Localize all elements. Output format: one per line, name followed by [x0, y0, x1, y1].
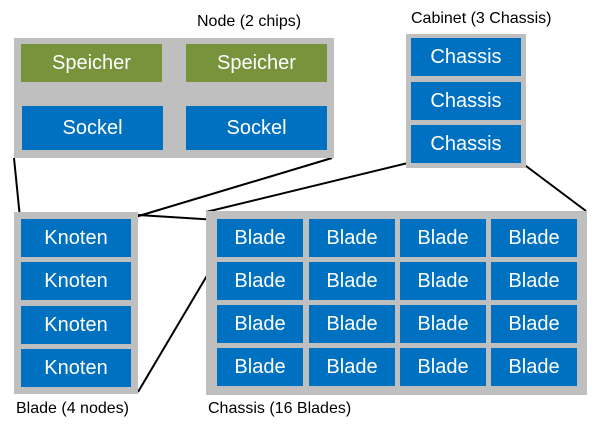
- chassis-caption: Chassis (16 Blades): [208, 400, 352, 417]
- chassis-blade: Blade: [309, 219, 395, 257]
- node-frame: Speicher Speicher Sockel Sockel: [14, 38, 334, 158]
- connector-node-to-blade-right: [131, 157, 333, 219]
- blade-frame: Knoten Knoten Knoten Knoten: [14, 212, 138, 394]
- chassis-blade: Blade: [309, 305, 395, 343]
- blade-caption: Blade (4 nodes): [16, 400, 129, 417]
- memory-block: Speicher: [21, 44, 162, 82]
- cabinet-frame: Chassis Chassis Chassis: [406, 34, 526, 168]
- chassis-blade: Blade: [309, 262, 395, 300]
- chassis-blade: Blade: [309, 348, 395, 386]
- chassis-blade: Blade: [400, 348, 486, 386]
- connector-cabinet-to-chassis-left: [205, 161, 413, 213]
- connector-node-to-blade-left: [13, 157, 21, 219]
- chassis-blade: Blade: [217, 305, 303, 343]
- cabinet-chassis: Chassis: [411, 125, 521, 163]
- chassis-blade: Blade: [217, 219, 303, 257]
- chassis-blade: Blade: [400, 219, 486, 257]
- cabinet-caption: Cabinet (3 Chassis): [411, 10, 552, 27]
- cabinet-chassis: Chassis: [411, 38, 521, 76]
- blade-node: Knoten: [21, 349, 131, 387]
- blade-node: Knoten: [21, 306, 131, 344]
- chassis-blade: Blade: [491, 262, 577, 300]
- chassis-frame: Blade Blade Blade Blade Blade Blade Blad…: [206, 211, 587, 395]
- socket-block: Sockel: [186, 106, 327, 150]
- chassis-blade: Blade: [217, 262, 303, 300]
- node-caption: Node (2 chips): [197, 13, 302, 30]
- chassis-blade: Blade: [491, 348, 577, 386]
- connector-cabinet-to-chassis-right: [521, 162, 587, 212]
- blade-node: Knoten: [21, 262, 131, 300]
- chassis-blade: Blade: [400, 262, 486, 300]
- memory-block: Speicher: [186, 44, 327, 82]
- blade-node: Knoten: [21, 219, 131, 257]
- chassis-blade: Blade: [491, 305, 577, 343]
- chassis-blade: Blade: [491, 219, 577, 257]
- chassis-blade: Blade: [400, 305, 486, 343]
- socket-block: Sockel: [22, 106, 163, 150]
- chassis-blade: Blade: [217, 348, 303, 386]
- cabinet-chassis: Chassis: [411, 82, 521, 120]
